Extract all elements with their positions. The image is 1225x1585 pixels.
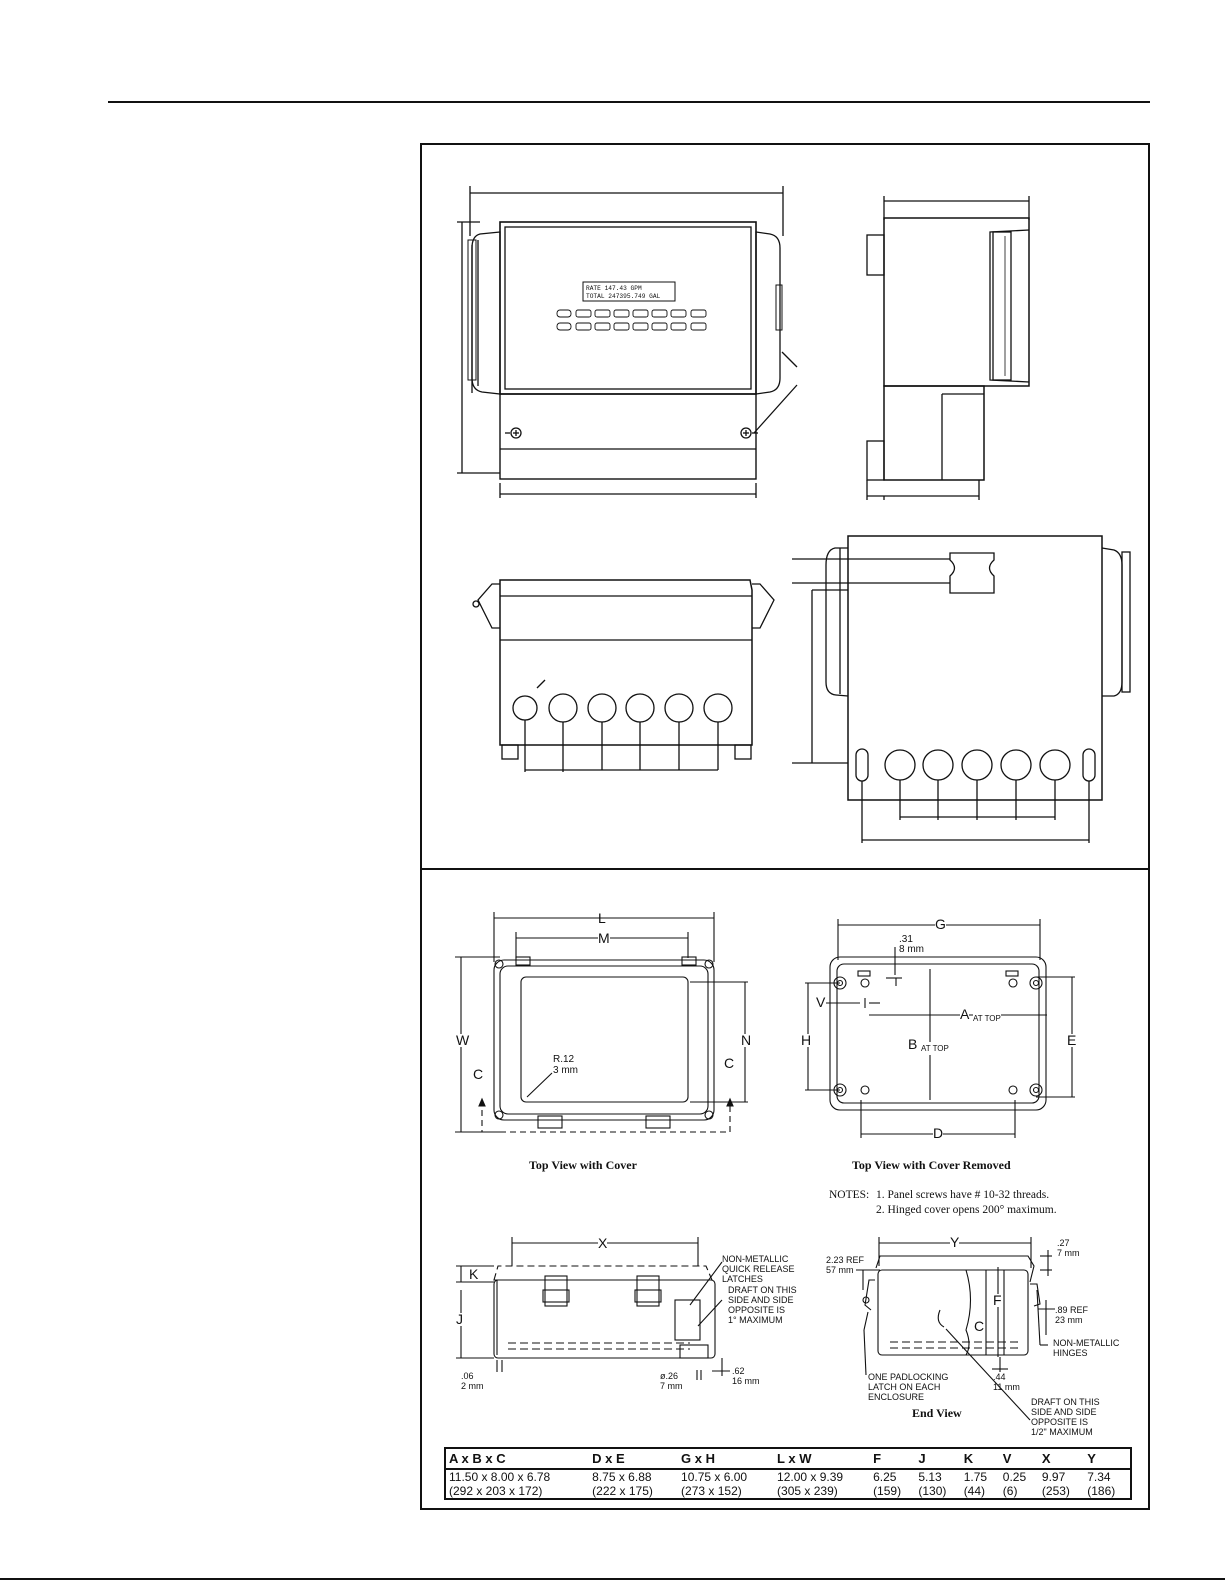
dim-label-f: F xyxy=(993,1292,1002,1308)
side-view xyxy=(866,196,1030,500)
footer-rule xyxy=(0,1578,1225,1580)
callout-draft-1deg: DRAFT ON THIS SIDE AND SIDE OPPOSITE IS … xyxy=(728,1285,797,1325)
dim-label-w: W xyxy=(456,1032,470,1048)
dim-label-h: H xyxy=(801,1032,812,1048)
table-cell: (130) xyxy=(918,1484,947,1498)
callout-latches: NON-METALLIC QUICK RELEASE LATCHES xyxy=(722,1254,795,1284)
callout-draft-half: DRAFT ON THIS SIDE AND SIDE OPPOSITE IS … xyxy=(1031,1397,1100,1437)
table-cell: 11.50 x 8.00 x 6.78 xyxy=(449,1470,551,1484)
table-cell: 12.00 x 9.39 xyxy=(777,1470,844,1484)
table-cell: (292 x 203 x 172) xyxy=(449,1484,543,1498)
caption-top-view-cover-removed: Top View with Cover Removed xyxy=(852,1158,1011,1172)
dim-label-g: G xyxy=(935,916,946,932)
top-view-cover-removed xyxy=(805,919,1075,1138)
header-y: Y xyxy=(1084,1448,1131,1470)
dim-27: .27 7 mm xyxy=(1057,1238,1080,1258)
header-abc: A x B x C xyxy=(445,1448,590,1470)
table-cell: 1.75 xyxy=(963,1470,988,1484)
caption-end-view: End View xyxy=(912,1406,962,1420)
drawing-frame xyxy=(420,143,1150,1510)
frame-divider xyxy=(420,868,1150,870)
table-row: (292 x 203 x 172) (222 x 175) (273 x 152… xyxy=(445,1484,1131,1499)
callout-hinges: NON-METALLIC HINGES xyxy=(1053,1338,1120,1358)
dim-label-l: L xyxy=(598,910,606,926)
table-cell: (6) xyxy=(1002,1484,1018,1498)
header-v: V xyxy=(999,1448,1039,1470)
rear-view xyxy=(792,535,1131,843)
dim-label-a-at-top: AT TOP xyxy=(973,1012,1001,1025)
display-line-2: TOTAL 247395.749 GAL xyxy=(586,293,661,300)
notes-prefix: NOTES: xyxy=(829,1189,870,1201)
dimension-table: A x B x C D x E G x H L x W F J K V X Y … xyxy=(444,1447,1132,1500)
keypad xyxy=(556,309,707,331)
section-label-c-left: C xyxy=(473,1066,484,1082)
dim-label-d: D xyxy=(933,1125,944,1141)
table-cell: (253) xyxy=(1041,1484,1070,1498)
header-x: X xyxy=(1038,1448,1085,1470)
caption-top-view-with-cover: Top View with Cover xyxy=(529,1158,637,1172)
table-cell: 8.75 x 6.88 xyxy=(592,1470,652,1484)
dim-label-b-at-top: AT TOP xyxy=(921,1042,949,1055)
table-header-row: A x B x C D x E G x H L x W F J K V X Y xyxy=(445,1448,1131,1470)
display-line-1: RATE 147.43 GPM xyxy=(586,285,642,292)
table-cell: (159) xyxy=(873,1484,902,1498)
note-2: 2. Hinged cover opens 200° maximum. xyxy=(876,1204,1057,1216)
dim-label-c-end: C xyxy=(974,1318,985,1334)
dim-223: 2.23 REF 57 mm xyxy=(826,1255,865,1275)
table-cell: 7.34 xyxy=(1087,1470,1111,1484)
end-view xyxy=(856,1237,1055,1421)
dim-label-e: E xyxy=(1067,1032,1077,1048)
dim-62: .62 16 mm xyxy=(732,1366,760,1386)
screw-offset-label: .31 8 mm xyxy=(899,934,924,955)
dim-44: .44 11 mm xyxy=(993,1372,1020,1392)
dim-label-x: X xyxy=(598,1235,608,1251)
radius-label: R.12 3 mm xyxy=(553,1054,578,1076)
dim-label-v: V xyxy=(816,994,826,1010)
dim-06: .06 2 mm xyxy=(461,1371,484,1391)
table-row: 11.50 x 8.00 x 6.78 8.75 x 6.88 10.75 x … xyxy=(445,1469,1131,1484)
dim-label-j: J xyxy=(456,1311,463,1327)
header-j: J xyxy=(915,1448,961,1470)
header-de: D x E xyxy=(589,1448,679,1470)
table-cell: (222 x 175) xyxy=(592,1484,653,1498)
bottom-view xyxy=(472,579,775,772)
dim-label-n: N xyxy=(741,1032,752,1048)
dim-label-a: A xyxy=(960,1006,970,1022)
header-lw: L x W xyxy=(774,1448,871,1470)
dim-label-k: K xyxy=(469,1266,479,1282)
note-1: 1. Panel screws have # 10-32 threads. xyxy=(876,1189,1050,1201)
section-label-c-right: C xyxy=(724,1055,735,1071)
dim-label-b: B xyxy=(908,1036,918,1052)
table-cell: (305 x 239) xyxy=(777,1484,838,1498)
callout-padlock: ONE PADLOCKING LATCH ON EACH ENCLOSURE xyxy=(868,1372,949,1402)
table-cell: 10.75 x 6.00 xyxy=(681,1470,748,1484)
header-rule xyxy=(108,101,1150,103)
header-gh: G x H xyxy=(678,1448,775,1470)
dim-label-m: M xyxy=(598,930,610,946)
table-cell: (44) xyxy=(963,1484,986,1498)
dim-26: ø.26 7 mm xyxy=(660,1371,683,1391)
side-elevation xyxy=(456,1237,730,1380)
dim-label-y: Y xyxy=(950,1234,960,1250)
dim-89: .89 REF 23 mm xyxy=(1055,1305,1089,1325)
table-cell: 0.25 xyxy=(1002,1470,1027,1484)
table-cell: 9.97 xyxy=(1041,1470,1066,1484)
table-cell: (273 x 152) xyxy=(681,1484,742,1498)
header-f: F xyxy=(870,1448,916,1470)
header-k: K xyxy=(960,1448,1000,1470)
table-cell: 5.13 xyxy=(918,1470,942,1484)
table-cell: 6.25 xyxy=(873,1470,897,1484)
table-cell: (186) xyxy=(1087,1484,1116,1498)
front-view: RATE 147.43 GPM TOTAL 247395.749 GAL xyxy=(457,186,798,498)
